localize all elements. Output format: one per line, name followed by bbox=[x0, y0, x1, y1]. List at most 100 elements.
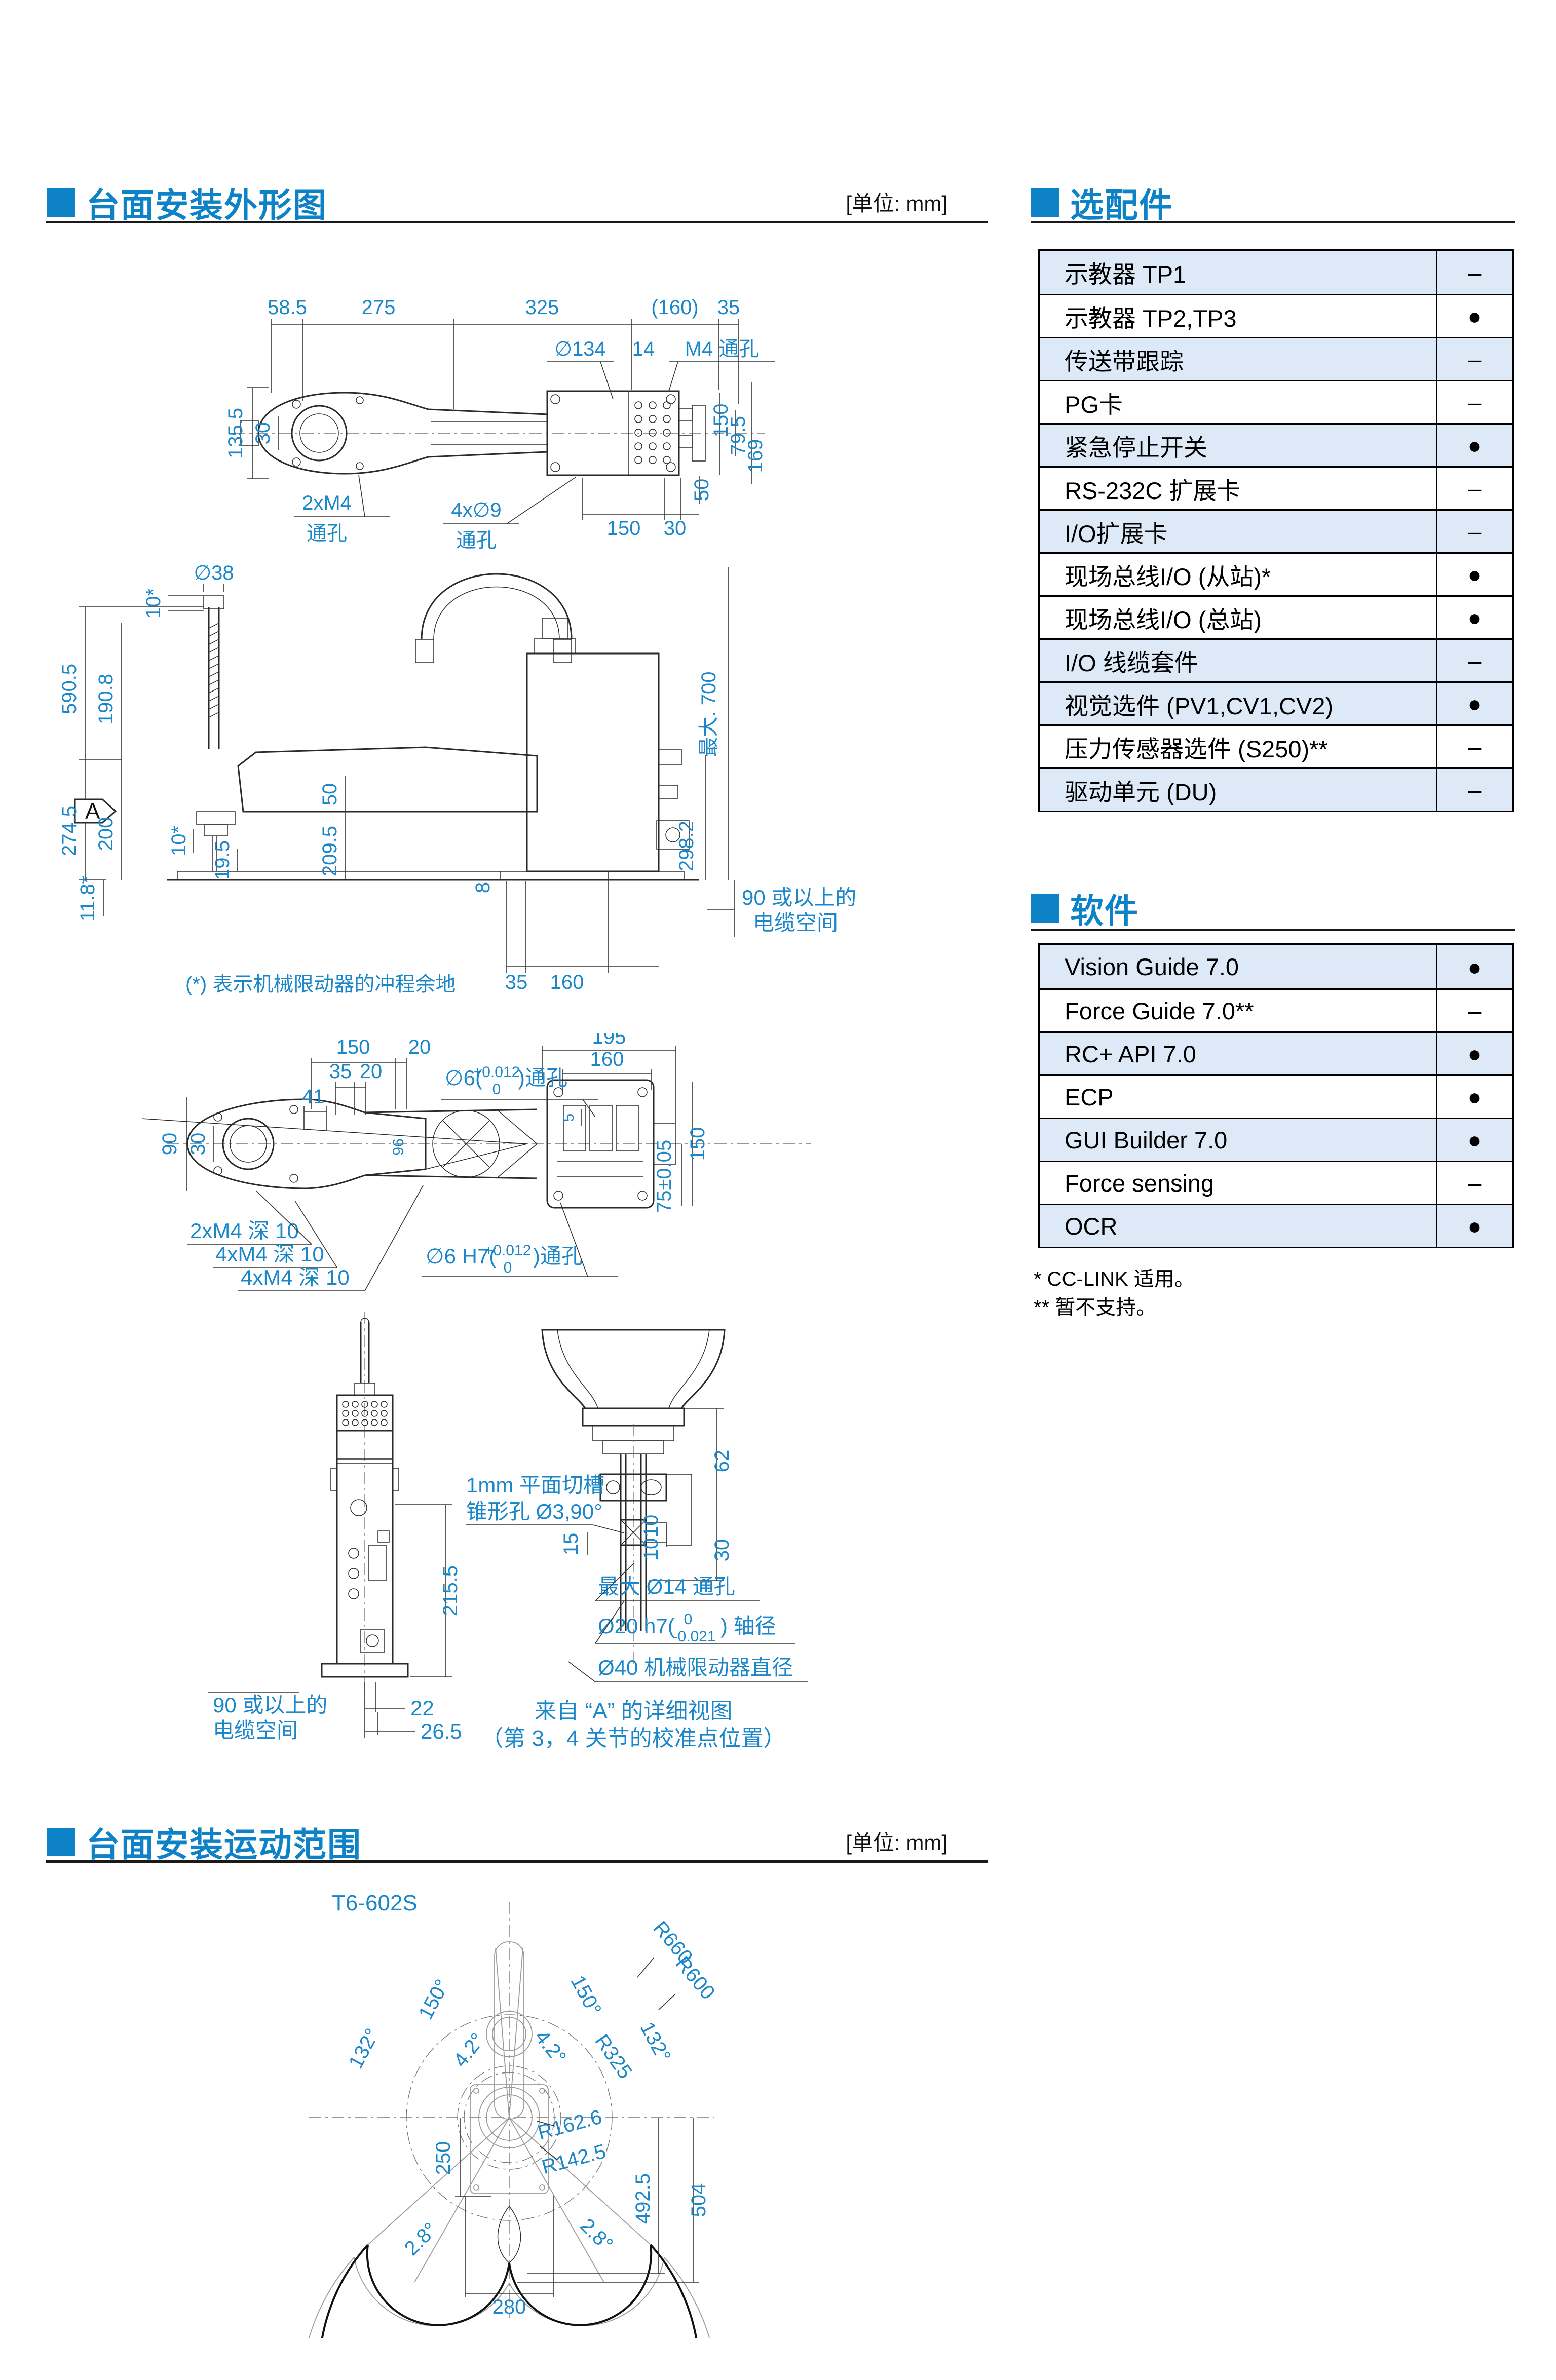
table-row: 示教器 TP1 – bbox=[1040, 251, 1512, 294]
option-value: – bbox=[1468, 259, 1482, 286]
table-row: 紧急停止开关● bbox=[1040, 423, 1512, 466]
section-software-header: 软件 bbox=[1031, 884, 1139, 933]
callout-label: 1mm 平面切槽 bbox=[466, 1473, 604, 1497]
dim-label: 195 bbox=[592, 1033, 626, 1048]
option-label: 示教器 TP2,TP3 bbox=[1040, 295, 1437, 337]
dim-label: 4.2° bbox=[530, 2026, 571, 2068]
option-value: – bbox=[1468, 647, 1482, 674]
dim-label: 最大. 700 bbox=[698, 672, 720, 757]
option-value: ● bbox=[1467, 561, 1482, 588]
dim-label: 325 bbox=[525, 296, 559, 319]
dim-label: 190.8 bbox=[95, 674, 117, 724]
dim-label: 15 bbox=[560, 1533, 582, 1556]
callout-label: 90 或以上的 bbox=[213, 1693, 327, 1717]
dim-label: 10 bbox=[640, 1538, 662, 1561]
table-row: 压力传感器选件 (S250)**– bbox=[1040, 724, 1512, 767]
dim-label: 4.2° bbox=[449, 2029, 489, 2071]
section-marker bbox=[47, 1828, 75, 1856]
software-value: ● bbox=[1467, 1084, 1482, 1110]
section-title-outline: 台面安装外形图 bbox=[86, 186, 327, 224]
footnote-cclink: * CC-LINK 适用。 bbox=[1034, 1268, 1195, 1290]
section-title-motion: 台面安装运动范围 bbox=[86, 1826, 362, 1863]
callout-label: 通孔 bbox=[456, 529, 497, 552]
option-label: 驱动单元 (DU) bbox=[1040, 769, 1437, 811]
dim-label: 275 bbox=[362, 296, 396, 319]
table-row: 传送带跟踪 – bbox=[1040, 337, 1512, 380]
dim-label: 35 bbox=[505, 971, 528, 993]
option-label: 传送带跟踪 bbox=[1040, 338, 1437, 380]
software-label: RC+ API 7.0 bbox=[1040, 1033, 1437, 1074]
callout-label: 4x∅9 bbox=[451, 499, 501, 521]
software-value: – bbox=[1468, 1170, 1482, 1196]
dim-label: 90 bbox=[159, 1133, 181, 1156]
dim-label: 150 bbox=[687, 1127, 709, 1161]
dim-label: 79.5 bbox=[727, 416, 749, 455]
software-table: Vision Guide 7.0 ● Force Guide 7.0** – RC+… bbox=[1038, 943, 1514, 1248]
callout-sup: +0.012 bbox=[473, 1064, 520, 1081]
option-label: 现场总线I/O (总站) bbox=[1040, 597, 1437, 638]
dim-label: 14 bbox=[632, 338, 655, 360]
table-row: Force Guide 7.0** – bbox=[1040, 988, 1512, 1031]
dim-label: 150° bbox=[414, 1976, 454, 2023]
table-row: GUI Builder 7.0● bbox=[1040, 1118, 1512, 1161]
dim-label: 10 bbox=[640, 1515, 662, 1538]
detail-caption: （第 3，4 关节的校准点位置） bbox=[481, 1726, 785, 1751]
dim-label: 590.5 bbox=[61, 664, 81, 714]
dim-label: ∅38 bbox=[194, 562, 234, 584]
dim-label: ∅134 bbox=[554, 338, 606, 360]
option-value: ● bbox=[1467, 303, 1482, 329]
dim-label: 8 bbox=[472, 882, 494, 893]
software-label: Force sensing bbox=[1040, 1162, 1437, 1204]
callout-label: 电缆空间 bbox=[753, 911, 838, 935]
option-value: – bbox=[1468, 346, 1482, 372]
software-label: Vision Guide 7.0 bbox=[1040, 945, 1437, 988]
view-a-arrow bbox=[74, 798, 117, 824]
section-title-software: 软件 bbox=[1070, 892, 1139, 930]
software-value: – bbox=[1468, 997, 1482, 1024]
callout-sub: -0.021 bbox=[672, 1628, 715, 1645]
software-value: ● bbox=[1467, 953, 1482, 980]
dim-label: 150 bbox=[710, 404, 732, 438]
table-row: Force sensing – bbox=[1040, 1161, 1512, 1204]
callout-label: 4xM4 深 10 bbox=[241, 1265, 350, 1289]
software-label: Force Guide 7.0** bbox=[1040, 990, 1437, 1031]
table-row: RC+ API 7.0● bbox=[1040, 1031, 1512, 1074]
dim-label: 504 bbox=[688, 2183, 710, 2217]
unit-label-motion: [单位: mm] bbox=[846, 1831, 947, 1855]
dim-label: 492.5 bbox=[632, 2173, 654, 2224]
option-value: – bbox=[1468, 518, 1482, 545]
callout-label: 2xM4 bbox=[302, 492, 352, 514]
model-label: T6-602S bbox=[332, 1891, 418, 1915]
callout-label: 90 或以上的 bbox=[742, 886, 856, 909]
dim-label: 132° bbox=[345, 2025, 384, 2072]
table-row: PG卡 – bbox=[1040, 380, 1512, 423]
dim-label: 160 bbox=[550, 971, 584, 993]
dim-label: 30 bbox=[252, 422, 274, 445]
table-row: I/O扩展卡– bbox=[1040, 509, 1512, 552]
option-label: PG卡 bbox=[1040, 381, 1437, 423]
dim-label: 160 bbox=[590, 1048, 624, 1070]
dim-label: 30 bbox=[187, 1133, 209, 1156]
dim-label: 30 bbox=[711, 1539, 733, 1562]
callout-sup: +0.012 bbox=[484, 1242, 532, 1259]
dim-label: 26.5 bbox=[421, 1719, 462, 1743]
option-value: – bbox=[1468, 389, 1482, 415]
section-motion-header: 台面安装运动范围 bbox=[47, 1818, 362, 1866]
option-value: – bbox=[1468, 734, 1482, 760]
section-options-header: 选配件 bbox=[1031, 178, 1173, 227]
option-label: 视觉选件 (PV1,CV1,CV2) bbox=[1040, 683, 1437, 724]
dim-label: 2.8° bbox=[400, 2218, 442, 2260]
callout-label: )通孔 bbox=[518, 1066, 567, 1090]
table-row: ECP● bbox=[1040, 1074, 1512, 1118]
option-label: RS-232C 扩展卡 bbox=[1040, 468, 1437, 509]
option-label: 示教器 TP1 bbox=[1040, 251, 1437, 294]
dim-label: 20 bbox=[408, 1036, 431, 1058]
drawing-motion-range: R660 R600 R325 R162.6 R142.5 150° 150° 1… bbox=[309, 1891, 719, 2338]
section-rule bbox=[46, 1860, 988, 1863]
software-value: ● bbox=[1467, 1213, 1482, 1239]
callout-sup: 0 bbox=[684, 1611, 693, 1628]
dim-label: R600 bbox=[671, 1952, 719, 2004]
callout-label: 锥形孔 Ø3,90° bbox=[466, 1500, 602, 1523]
dim-label: 10* bbox=[142, 588, 165, 619]
